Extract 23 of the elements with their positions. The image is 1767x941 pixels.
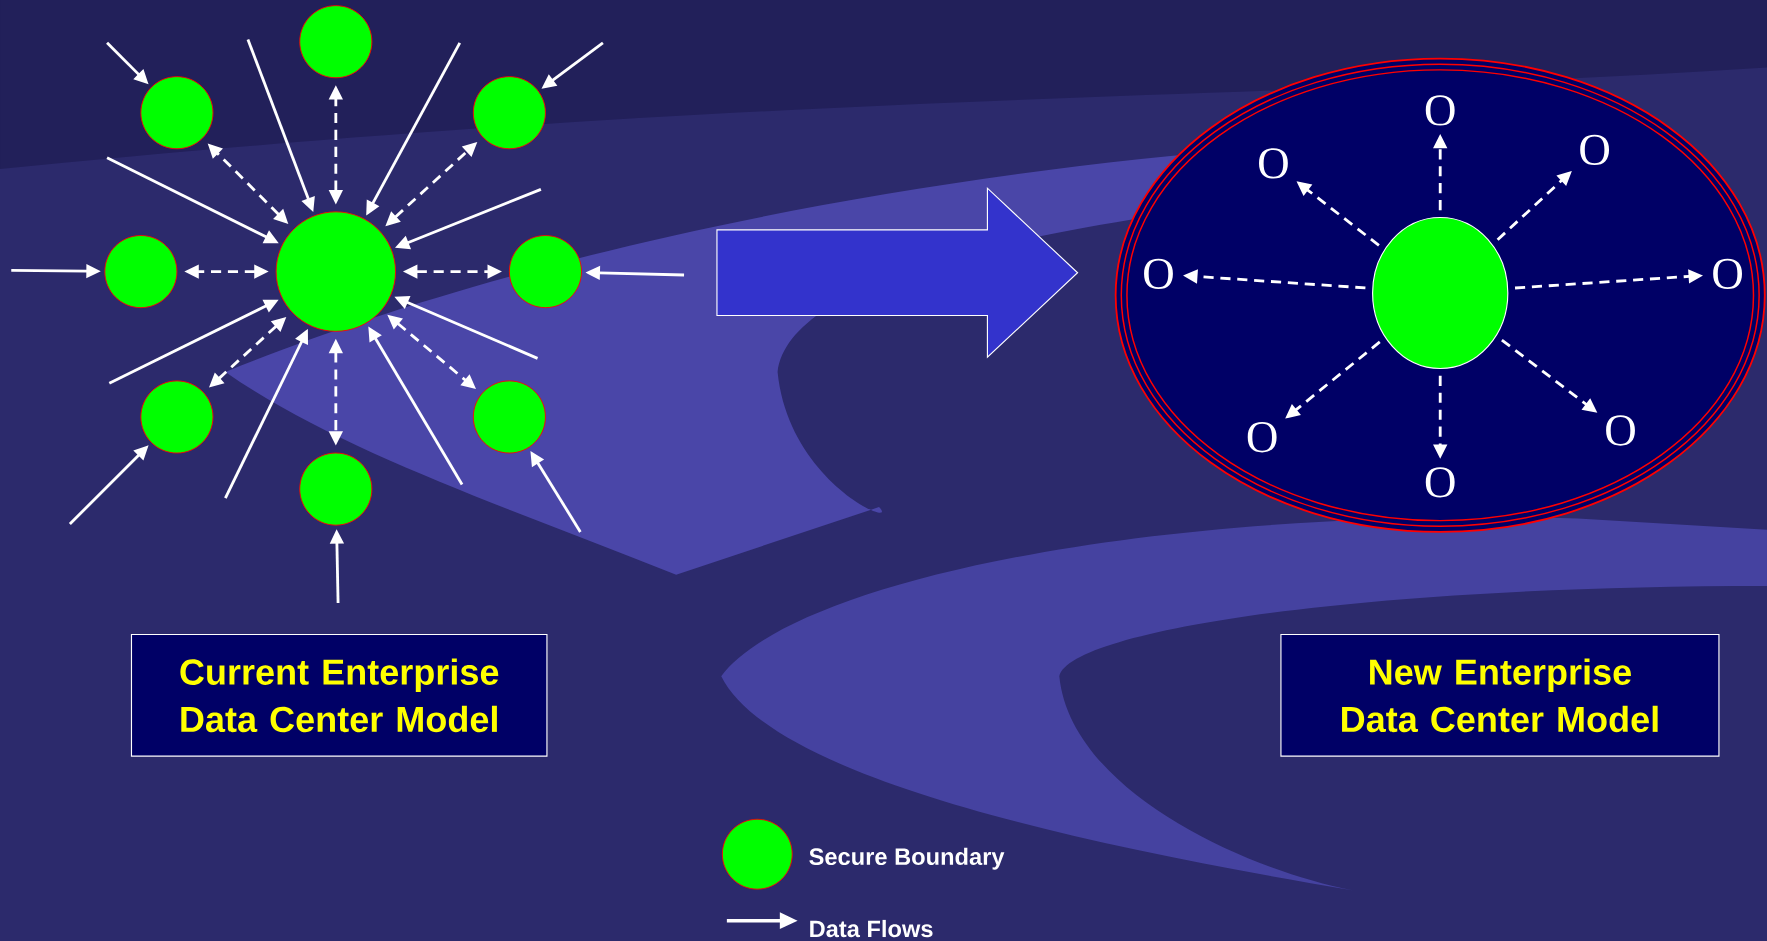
letter-label: O (1713, 258, 1742, 289)
boundary-circle (299, 452, 373, 526)
boundary-circle (275, 211, 396, 332)
letter-label: O (1425, 467, 1455, 498)
boundary-circle (508, 235, 582, 309)
boundary-circle (472, 76, 546, 150)
letter-label: O (1259, 148, 1288, 179)
letter-label: O (1606, 415, 1635, 446)
title-box: Current Enterprise Data Center Model (130, 633, 548, 757)
title-box: New Enterprise Data Center Model (1280, 633, 1720, 757)
boundary-ellipse (1114, 57, 1766, 533)
letter-label: O (1425, 95, 1455, 126)
boundary-ellipse (1372, 216, 1509, 370)
legend-text: Secure Boundary (809, 847, 1005, 870)
boundary-circle (299, 5, 373, 79)
boundary-circle (140, 380, 214, 454)
boundary-circle (140, 76, 214, 150)
legend-text: Data Flows (810, 919, 933, 938)
boundary-circle (104, 235, 178, 309)
letter-label: O (1247, 422, 1277, 453)
boundary-circle (472, 380, 546, 454)
letter-label: O (1580, 134, 1609, 166)
letter-label: O (1144, 258, 1173, 289)
